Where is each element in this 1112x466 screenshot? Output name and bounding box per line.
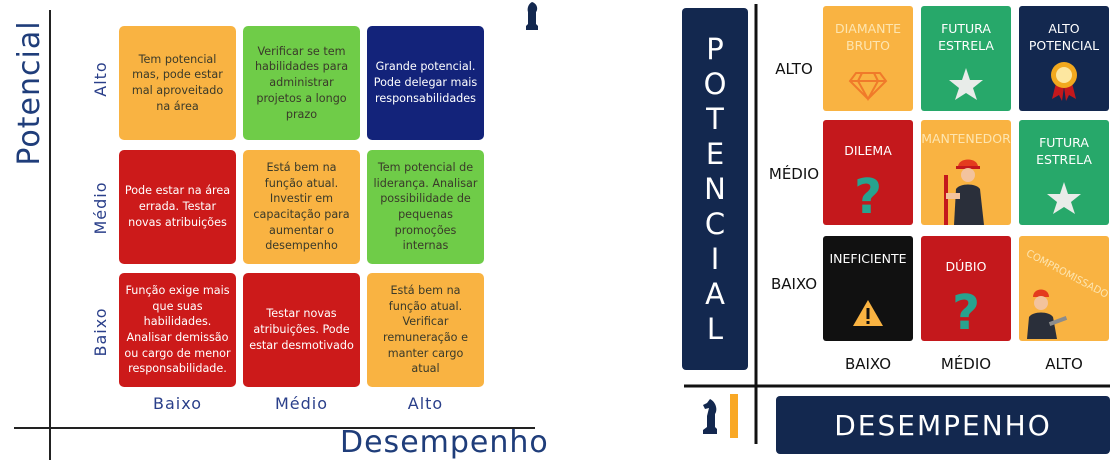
warning-icon xyxy=(823,299,913,327)
question-icon: ? xyxy=(921,285,1011,335)
cell-alto-medio: Verificar se tem habilidades para admini… xyxy=(243,26,360,140)
cell-title: INEFICIENTE xyxy=(829,251,907,266)
cell-baixo-alto: Está bem na função atual. Verificar remu… xyxy=(367,273,484,387)
cell-baixo-medio: Testar novas atribuições. Pode estar des… xyxy=(243,273,360,387)
row-label-baixo: Baixo xyxy=(91,307,110,357)
divider-lines xyxy=(684,4,1110,444)
cell-medio-baixo: Pode estar na área errada. Testar novas … xyxy=(119,150,236,264)
row-label-baixo: BAIXO xyxy=(770,275,818,293)
chess-piece-icon xyxy=(526,2,538,30)
cell-alto-alto: Grande potencial. Pode delegar mais resp… xyxy=(367,26,484,140)
row-label-medio: MÉDIO xyxy=(768,165,820,183)
title-letter: E xyxy=(705,136,725,171)
cell-baixo-baixo: Função exige mais que suas habilidades. … xyxy=(119,273,236,387)
svg-text:?: ? xyxy=(952,285,980,335)
title-letter: P xyxy=(706,31,724,66)
cell-title: DIAMANTE BRUTO xyxy=(834,21,902,53)
chess-knight-icon xyxy=(703,399,717,434)
cell-futura-estrela: FUTURA ESTRELA xyxy=(921,6,1011,111)
axes-lines xyxy=(14,10,535,460)
cell-medio-medio: Está bem na função atual. Investir em ca… xyxy=(243,150,360,264)
worker-icon xyxy=(921,153,1011,225)
cell-alto-potencial: ALTO POTENCIAL xyxy=(1019,6,1109,111)
cell-title: FUTURA ESTRELA xyxy=(938,21,994,53)
title-letter: N xyxy=(704,171,726,206)
nine-box-icon-diagram: P O T E N C I A L ALTO MÉDIO BAIXO BAIXO… xyxy=(680,0,1112,466)
col-label-baixo: Baixo xyxy=(153,394,202,413)
cell-medio-alto: Tem potencial de liderança. Analisar pos… xyxy=(367,150,484,264)
mechanic-icon xyxy=(1019,283,1109,339)
col-label-alto: ALTO xyxy=(1045,355,1083,373)
row-label-medio: Médio xyxy=(91,181,110,235)
title-letter: L xyxy=(706,311,724,346)
title-letter: A xyxy=(705,276,725,311)
cell-title: MANTENEDOR xyxy=(921,131,1011,146)
col-label-alto: Alto xyxy=(407,394,444,413)
title-letter: C xyxy=(704,206,726,241)
cell-futura-estrela-2: FUTURA ESTRELA xyxy=(1019,120,1109,225)
cell-alto-baixo: Tem potencial mas, pode estar mal aprove… xyxy=(119,26,236,140)
cell-title: FUTURA ESTRELA xyxy=(1036,135,1092,167)
y-axis-title: Potencial xyxy=(12,20,47,166)
col-label-medio: Médio xyxy=(274,394,329,413)
cell-diamante-bruto: DIAMANTE BRUTO xyxy=(823,6,913,111)
title-letter: T xyxy=(706,101,724,136)
cell-mantenedor: MANTENEDOR xyxy=(921,120,1011,225)
x-axis-title: Desempenho xyxy=(340,425,549,460)
star-icon xyxy=(921,67,1011,101)
title-letter: O xyxy=(703,66,727,101)
question-icon: ? xyxy=(823,169,913,219)
row-label-alto: ALTO xyxy=(775,60,813,78)
potencial-vertical-title: P O T E N C I A L xyxy=(682,8,748,370)
cell-ineficiente: INEFICIENTE xyxy=(823,236,913,341)
star-icon xyxy=(1019,181,1109,215)
svg-text:?: ? xyxy=(854,169,882,219)
cell-title: ALTO POTENCIAL xyxy=(1028,21,1100,53)
desempenho-horizontal-title: DESEMPENHO xyxy=(776,396,1110,454)
medal-icon xyxy=(1019,59,1109,101)
diamond-icon xyxy=(823,69,913,101)
cell-compromissado: COMPROMISSADO xyxy=(1019,236,1109,341)
accent-bar xyxy=(730,394,738,438)
cell-title: DÚBIO xyxy=(945,259,987,274)
cell-dubio: DÚBIO ? xyxy=(921,236,1011,341)
cell-dilema: DILEMA ? xyxy=(823,120,913,225)
col-label-medio: MÉDIO xyxy=(940,355,992,373)
row-label-alto: Alto xyxy=(91,61,110,97)
col-label-baixo: BAIXO xyxy=(844,355,892,373)
title-letter: I xyxy=(710,241,720,276)
nine-box-text-diagram: Potencial Desempenho Alto Médio Baixo Ba… xyxy=(0,0,549,466)
cell-title: DILEMA xyxy=(844,143,892,158)
